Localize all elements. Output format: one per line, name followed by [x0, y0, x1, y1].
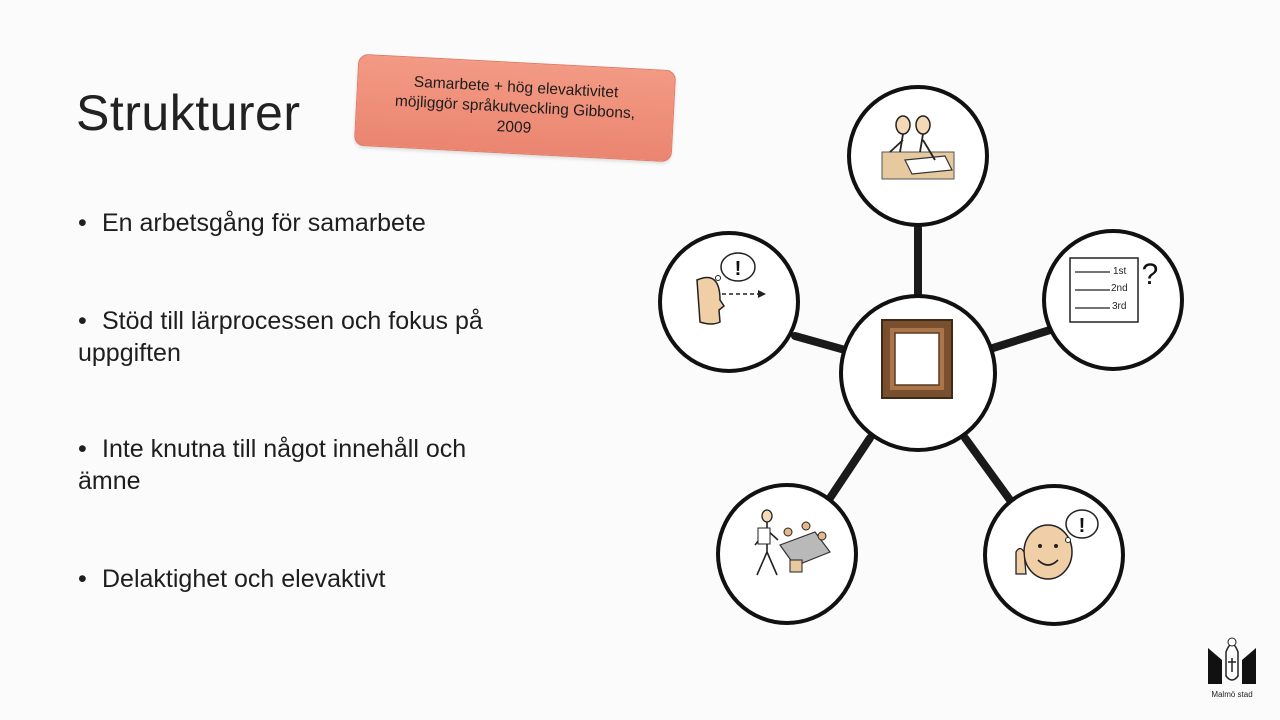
left-node: !: [658, 231, 800, 373]
structure-diagram: ! 1st 2nd 3rd ?: [658, 85, 1184, 626]
list-label-1: 1st: [1113, 266, 1127, 277]
list-label-2: 2nd: [1111, 283, 1128, 294]
group-work-icon: [754, 509, 831, 576]
picture-frame-icon: [881, 319, 953, 399]
logo-text: Malmö stad: [1211, 690, 1253, 699]
bullet-text-continued: uppgiften: [78, 339, 181, 367]
bullet-glyph: •: [78, 307, 87, 335]
exclamation-mark: !: [735, 258, 742, 280]
bullet-glyph: •: [78, 435, 87, 463]
bullet-text: Inte knutna till något innehåll och: [102, 435, 467, 463]
top-node: [847, 85, 989, 227]
ordered-list-question-icon: 1st 2nd 3rd ?: [1069, 257, 1159, 323]
bullet-text-continued: ämne: [78, 467, 141, 495]
bullet-item: • Inte knutna till något innehåll och ämn…: [78, 433, 598, 497]
bullet-text: Delaktighet och elevaktivt: [102, 565, 386, 593]
right-node: 1st 2nd 3rd ?: [1042, 229, 1184, 371]
smiling-thinker-icon: !: [1015, 509, 1099, 580]
callout-text: Samarbete + hög elevaktivitet möjliggör …: [393, 72, 636, 144]
connector-left: [791, 332, 849, 354]
bullet-item: • Delaktighet och elevaktivt: [78, 563, 598, 595]
bullet-glyph: •: [78, 209, 87, 237]
people-at-desk-icon: [881, 115, 955, 180]
connector-bottom-left: [826, 434, 874, 502]
city-crest-icon: [1208, 637, 1256, 684]
thinking-focus-icon: !: [696, 252, 766, 325]
bullet-item: • En arbetsgång för samarbete: [78, 207, 598, 239]
bottom-left-node: [716, 483, 858, 625]
malmo-stad-logo: Malmö stad: [1200, 632, 1264, 704]
bullet-text: Stöd till lärprocessen och fokus på: [102, 307, 483, 335]
bullet-item: • Stöd till lärprocessen och fokus på upp…: [78, 305, 598, 369]
bullet-glyph: •: [78, 565, 87, 593]
slide-title: Strukturer: [76, 85, 301, 141]
center-node: [839, 294, 997, 452]
bullet-text: En arbetsgång för samarbete: [102, 209, 426, 237]
diagram-connectors: [791, 224, 1054, 504]
bottom-right-node: !: [983, 484, 1125, 626]
connector-bottom-right: [961, 434, 1014, 504]
list-label-3: 3rd: [1112, 301, 1126, 312]
exclamation-mark: !: [1079, 515, 1086, 537]
question-mark: ?: [1142, 258, 1159, 291]
callout-box: Samarbete + hög elevaktivitet möjliggör …: [353, 53, 677, 163]
connector-right: [989, 326, 1054, 352]
callout-line-3: 2009: [496, 118, 532, 137]
